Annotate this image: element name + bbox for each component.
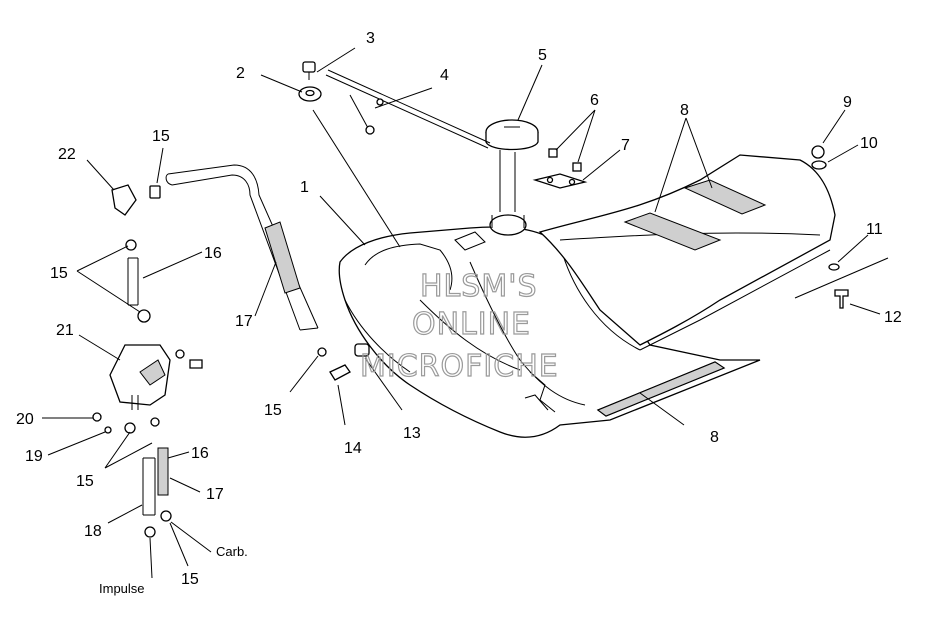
short-hose xyxy=(125,239,151,323)
carb-label: Carb. xyxy=(216,544,248,559)
svg-text:MICROFICHE: MICROFICHE xyxy=(360,349,559,384)
callout-10: 10 xyxy=(860,135,878,152)
vent-rod xyxy=(325,69,491,149)
callout-16-a: 16 xyxy=(204,245,222,262)
callout-21: 21 xyxy=(56,322,74,339)
callout-15-e: 15 xyxy=(181,571,199,588)
callout-3: 3 xyxy=(366,30,375,47)
fastener-3 xyxy=(302,61,316,80)
bracket-7 xyxy=(532,173,588,189)
callout-8-bottom: 8 xyxy=(710,429,719,446)
callout-16-b: 16 xyxy=(191,445,209,462)
callout-8-top: 8 xyxy=(680,102,689,119)
callout-7: 7 xyxy=(621,137,630,154)
fuel-tank xyxy=(338,214,761,438)
callout-20: 20 xyxy=(16,411,34,428)
screws-6 xyxy=(548,148,582,172)
elbow-fitting-22 xyxy=(111,184,161,216)
callout-4: 4 xyxy=(440,67,449,84)
callout-12: 12 xyxy=(884,309,902,326)
fuel-cap xyxy=(485,119,539,212)
text-labels: Carb. Impulse xyxy=(99,544,248,596)
callout-5: 5 xyxy=(538,47,547,64)
watermark: HLSM'S ONLINE MICROFICHE xyxy=(359,268,559,384)
leader-lines xyxy=(42,47,881,579)
callout-18: 18 xyxy=(84,523,102,540)
callout-22: 22 xyxy=(58,146,76,163)
callout-numbers: 1 2 3 4 5 6 7 8 8 9 10 11 12 13 14 15 15… xyxy=(16,30,902,588)
callout-15-b: 15 xyxy=(50,265,68,282)
lower-hoses xyxy=(92,412,172,538)
fuel-tank-strap xyxy=(596,361,726,417)
callout-1: 1 xyxy=(300,179,309,196)
fuel-hose-upper xyxy=(165,164,319,331)
callout-15-c: 15 xyxy=(264,402,282,419)
hardware-9-12 xyxy=(811,145,849,309)
callout-13: 13 xyxy=(403,425,421,442)
callout-15-d: 15 xyxy=(76,473,94,490)
svg-text:HLSM'S: HLSM'S xyxy=(420,269,538,304)
callout-15-a: 15 xyxy=(152,128,170,145)
svg-text:ONLINE: ONLINE xyxy=(412,307,531,342)
callout-9: 9 xyxy=(843,94,852,111)
fittings-13-14 xyxy=(317,343,370,381)
callout-17-b: 17 xyxy=(206,486,224,503)
impulse-label: Impulse xyxy=(99,581,145,596)
fuel-valve xyxy=(109,344,203,410)
callout-11: 11 xyxy=(866,221,883,238)
grommet-2 xyxy=(298,86,322,102)
callout-2: 2 xyxy=(236,65,245,82)
callout-6: 6 xyxy=(590,92,599,109)
callout-14: 14 xyxy=(344,440,362,457)
fuel-tank-seat-pad xyxy=(538,154,889,351)
callout-19: 19 xyxy=(25,448,43,465)
callout-17-a: 17 xyxy=(235,313,253,330)
